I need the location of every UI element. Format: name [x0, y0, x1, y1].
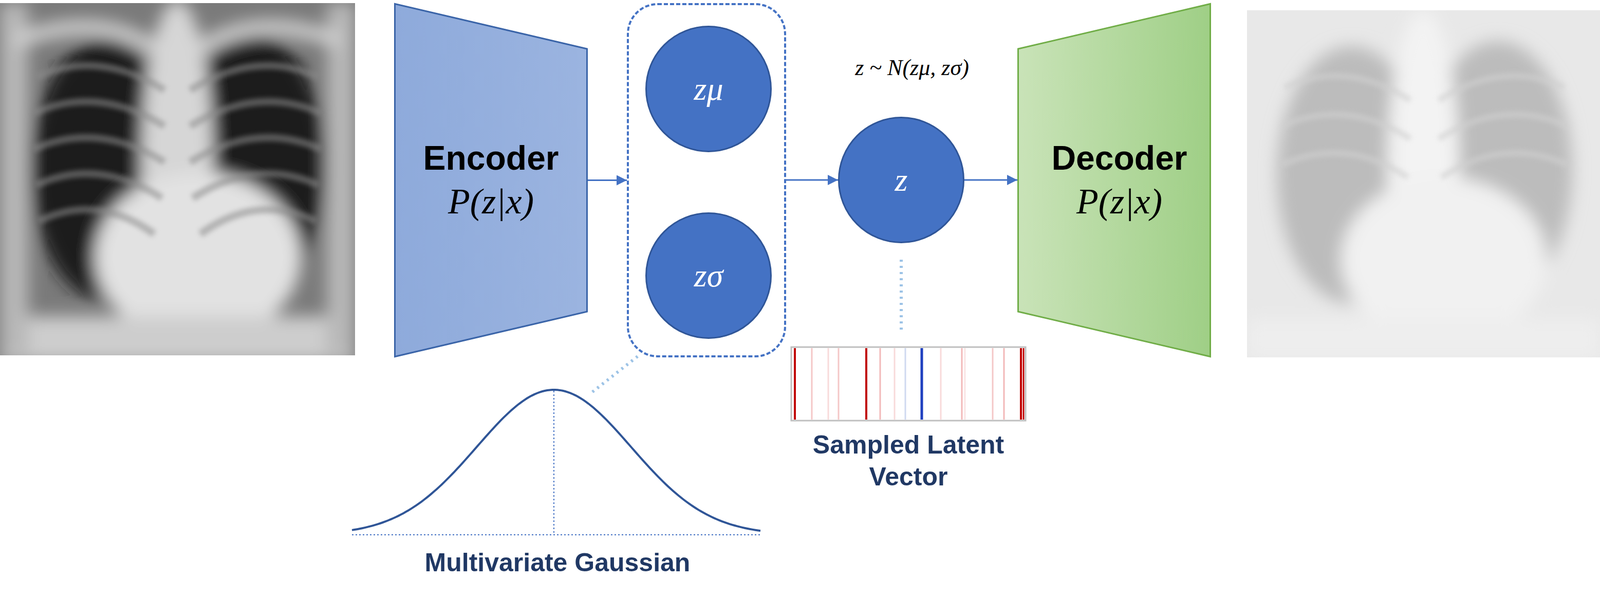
gaussian-caption: Multivariate Gaussian: [351, 546, 764, 578]
latent-stripe: [920, 347, 924, 420]
latent-circle: z: [838, 116, 965, 244]
gaussian-mean-line: [553, 390, 555, 535]
latent-stripe: [811, 347, 813, 420]
mean-circle: zμ: [645, 25, 772, 153]
latent-stripe: [1003, 347, 1006, 420]
xray-anatomy: [1247, 10, 1600, 358]
circle-label: z: [895, 161, 908, 198]
chest-xray-input: [0, 3, 356, 356]
latent-stripe: [879, 347, 882, 420]
latent-stripe: [827, 347, 830, 420]
latent-stripe: [940, 347, 942, 420]
latent-vector-bar: [791, 346, 1026, 421]
latent-stripe: [1019, 347, 1022, 420]
block-title: Encoder: [422, 136, 559, 180]
text-holder: zμ: [646, 27, 771, 151]
text-holder: z: [839, 118, 963, 242]
gaussian-baseline: [351, 533, 761, 535]
encoder-block: EncoderP(z|x): [394, 3, 588, 358]
text-holder: [628, 5, 785, 356]
circle-label: zσ: [694, 257, 723, 294]
latent-stripe: [964, 347, 966, 420]
latent-stripe: [992, 347, 994, 420]
gaussian-plot: [351, 389, 761, 535]
trapezoid-outline: [394, 3, 588, 358]
xray-ribs: [1281, 76, 1568, 178]
block-title: Decoder: [1051, 136, 1187, 180]
latent-vector-caption: Sampled Latent Vector: [785, 428, 1032, 493]
latent-stripe: [961, 347, 963, 420]
trapezoid-outline: [1017, 3, 1212, 358]
trapezoid-fill: [395, 4, 588, 357]
sigma-circle: zσ: [645, 212, 772, 339]
flow-arrow: [964, 179, 1018, 181]
flow-arrow: [786, 179, 839, 181]
block-formula: P(z|x): [1076, 178, 1163, 225]
flow-arrow: [587, 179, 627, 181]
latent-stripe: [894, 347, 896, 420]
block-formula: P(z|x): [448, 178, 534, 225]
xray-ribs: [33, 65, 322, 234]
circle-label: zμ: [693, 70, 723, 107]
chest-xray-reconstruction: [1247, 10, 1600, 358]
xray-ground: [1247, 10, 1600, 358]
latent-frame: [791, 346, 1026, 421]
text-holder: EncoderP(z|x): [394, 3, 588, 358]
xray-anatomy: [0, 3, 356, 356]
distribution-formula: z ~ N(zμ, zσ): [747, 52, 1077, 84]
leader-line: [591, 356, 638, 393]
gaussian-curve: [351, 389, 761, 531]
decoder-block: DecoderP(z|x): [1017, 3, 1212, 358]
latent-stripe: [793, 347, 796, 420]
latent-parameter-group: zμ zσ: [626, 3, 787, 358]
text-holder: DecoderP(z|x): [1017, 3, 1212, 358]
text-holder: zσ: [646, 213, 771, 338]
latent-stripe: [865, 347, 868, 420]
latent-stripe: [904, 347, 907, 420]
trapezoid-fill: [1018, 4, 1211, 357]
leader-line: [899, 259, 903, 333]
latent-stripe: [838, 347, 840, 420]
latent-stripe: [1022, 347, 1025, 420]
